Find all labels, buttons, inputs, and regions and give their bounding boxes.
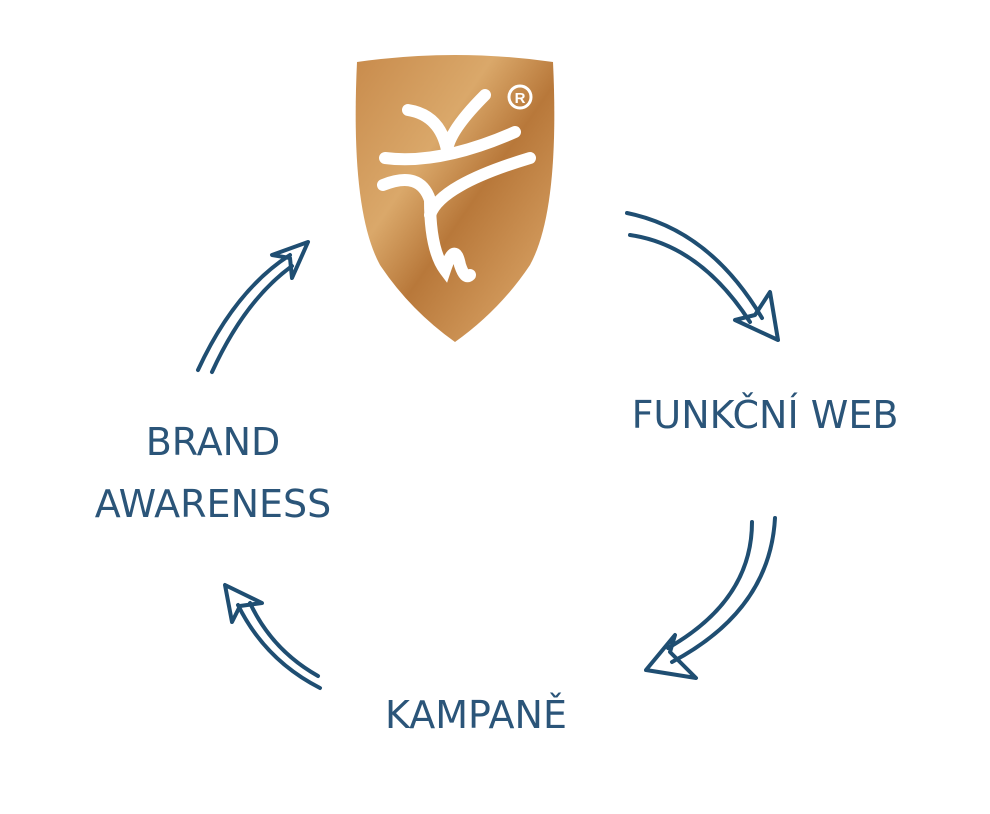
arrow-web-to-campaigns-icon [644, 516, 777, 680]
step-brand-line2: AWARENESS [95, 482, 332, 526]
arrow-campaigns-to-brand-icon [223, 583, 322, 690]
registered-mark: R [515, 90, 526, 107]
step-campaigns: KAMPANĚ [385, 693, 567, 737]
arrow-logo-to-web-icon [625, 211, 780, 342]
step-functional-web: FUNKČNÍ WEB [632, 393, 899, 437]
arrow-brand-to-logo-icon [196, 240, 310, 374]
step-brand-line1: BRAND [146, 420, 281, 464]
logo-shield: R [355, 55, 555, 342]
logo-figure-icon [377, 89, 536, 283]
